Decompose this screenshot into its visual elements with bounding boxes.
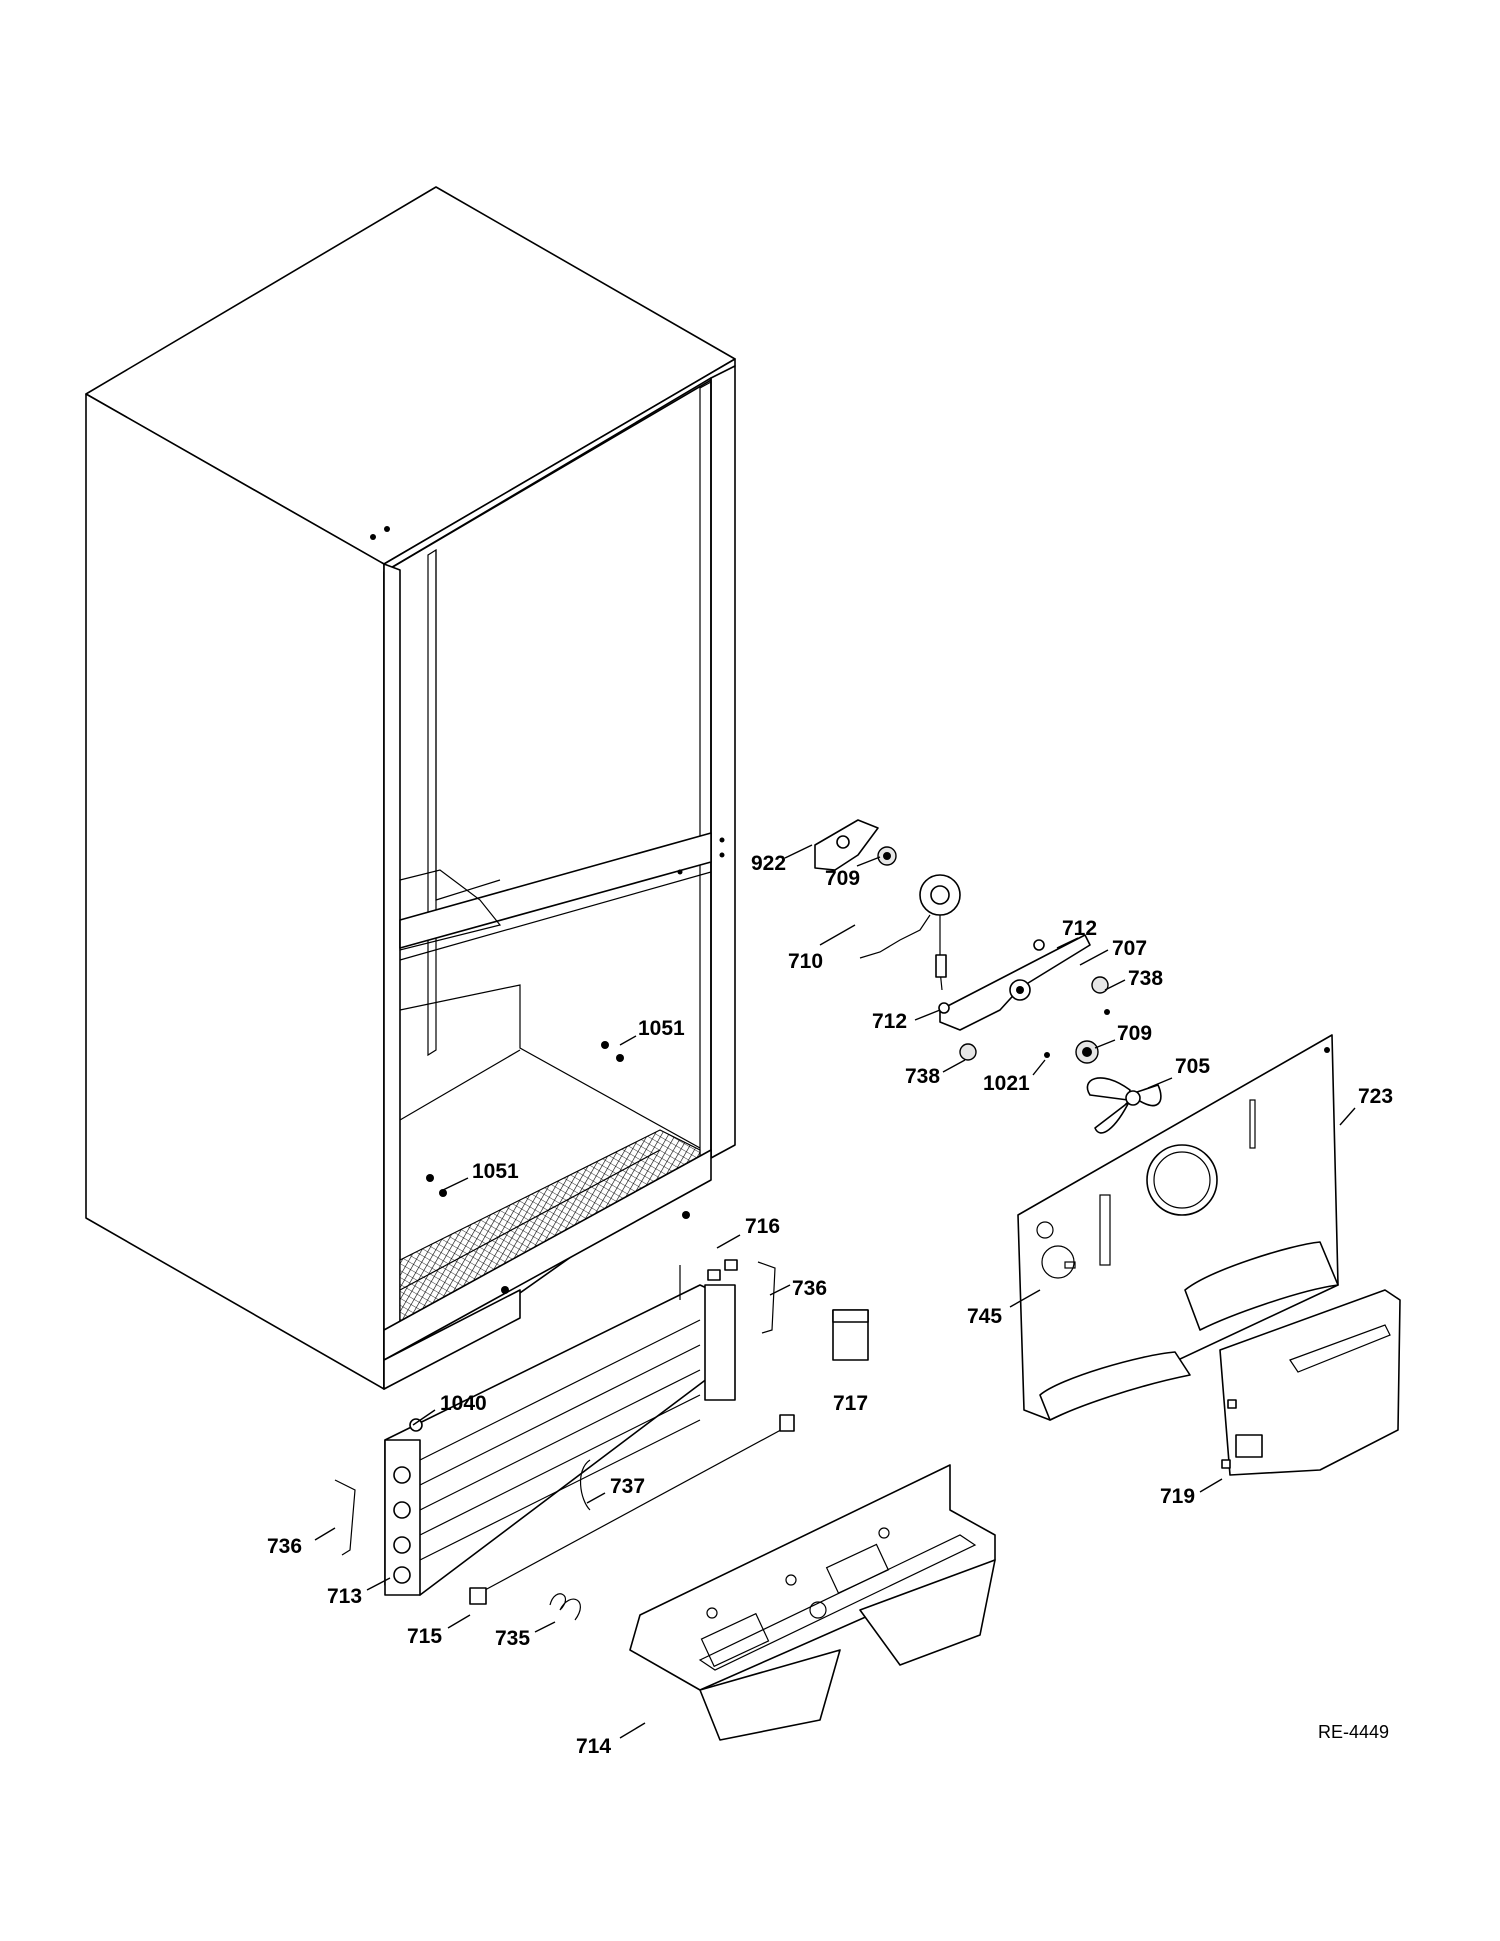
drawing-reference-number: RE-4449 [1318, 1722, 1389, 1742]
callout-709-bottom: 709 [1117, 1022, 1152, 1045]
callout-710: 710 [788, 950, 823, 973]
callout-714: 714 [576, 1735, 611, 1758]
leader-lines [314, 844, 1356, 1739]
callout-738-bottom: 738 [905, 1065, 940, 1088]
callout-712-bottom: 712 [872, 1010, 907, 1033]
evaporator-cover-panel [1017, 1034, 1401, 1476]
callout-705: 705 [1175, 1055, 1210, 1078]
condenser-assembly [334, 1259, 869, 1621]
callout-713: 713 [327, 1585, 362, 1608]
callout-745: 745 [967, 1305, 1002, 1328]
refrigerator-cabinet [85, 186, 736, 1390]
fan-motor-assembly [814, 819, 1162, 1134]
callout-1051-lower: 1051 [472, 1160, 519, 1183]
callout-717: 717 [833, 1392, 868, 1415]
callout-1021: 1021 [983, 1072, 1030, 1095]
callout-1040: 1040 [440, 1392, 487, 1415]
callout-712-top: 712 [1062, 917, 1097, 940]
callout-723: 723 [1358, 1085, 1393, 1108]
callout-737: 737 [610, 1475, 645, 1498]
drain-pan [629, 1464, 996, 1741]
callout-709-top: 709 [825, 867, 860, 890]
callout-736-left: 736 [267, 1535, 302, 1558]
callout-715: 715 [407, 1625, 442, 1648]
callout-labels: 922 709 710 712 707 738 712 709 738 1021… [267, 852, 1393, 1758]
callout-716: 716 [745, 1215, 780, 1238]
callout-1051-upper: 1051 [638, 1017, 685, 1040]
callout-738-top: 738 [1128, 967, 1163, 990]
callout-707: 707 [1112, 937, 1147, 960]
callout-736-right: 736 [792, 1277, 827, 1300]
callout-719: 719 [1160, 1485, 1195, 1508]
callout-735: 735 [495, 1627, 530, 1650]
callout-922: 922 [751, 852, 786, 875]
